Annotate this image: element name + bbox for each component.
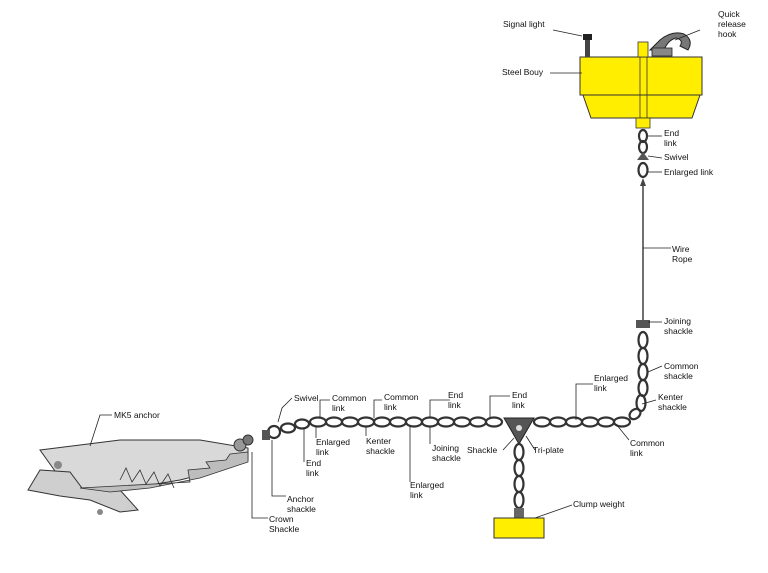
steel-buoy	[579, 41, 703, 129]
clump-weight	[493, 517, 545, 539]
label-steel-buoy: Steel Bouy	[502, 67, 544, 77]
signal-light-icon	[583, 34, 592, 57]
label-enlarged-link-top: Enlarged link	[664, 167, 714, 177]
mk5-anchor	[27, 430, 270, 515]
label-mk5-anchor: MK5 anchor	[114, 410, 160, 420]
label-tri-plate: Tri-plate	[533, 445, 564, 455]
label-swivel-top: Swivel	[664, 152, 689, 162]
tri-plate	[503, 417, 535, 446]
label-swivel-left: Swivel	[294, 393, 319, 403]
leader-lines	[89, 29, 701, 519]
top-chain	[637, 128, 649, 186]
horizontal-chain	[266, 416, 632, 440]
label-clump-weight: Clump weight	[573, 499, 625, 509]
quick-release-hook-icon	[648, 32, 691, 57]
label-shackle: Shackle	[467, 445, 498, 455]
label-signal-light: Signal light	[503, 19, 545, 29]
clump-chain	[513, 442, 525, 518]
right-vertical-chain	[628, 320, 650, 421]
